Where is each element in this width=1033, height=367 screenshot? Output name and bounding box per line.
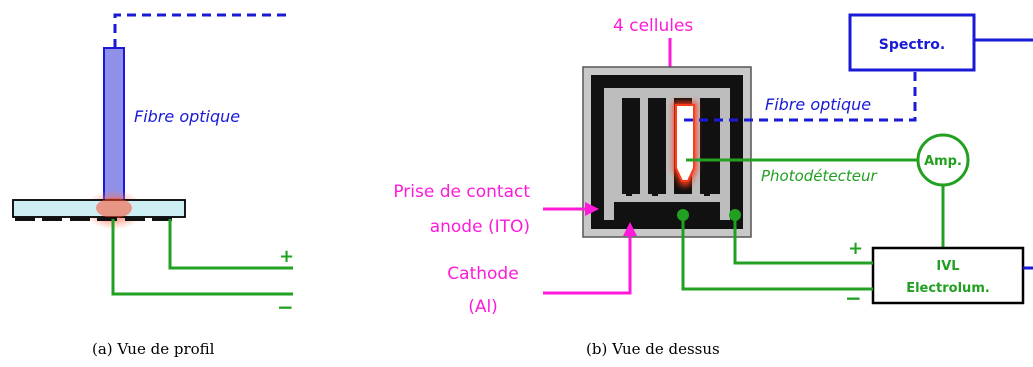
panel-b-top-view: 4 cellules (393, 15, 1033, 358)
minus-sign-a: − (277, 295, 294, 319)
minus-sign-b: − (845, 286, 862, 310)
emission-core (96, 198, 132, 218)
fiber-label-b: Fibre optique (765, 95, 871, 114)
cells-label: 4 cellules (613, 16, 693, 36)
fiber-optic-profile (104, 48, 124, 200)
panel-a-profile: Fibre optique + − (a) Vue de profil (13, 15, 294, 358)
caption-a: (a) Vue de profil (92, 340, 215, 358)
photodetector-label: Photodétecteur (761, 167, 878, 185)
fiber-dashed-link-a (115, 15, 292, 48)
caption-b: (b) Vue de dessus (586, 340, 720, 358)
plus-sign-b: + (848, 238, 863, 259)
pattern-top-bar (604, 88, 730, 98)
plus-sign-a: + (279, 246, 294, 267)
ivl-label-line2: Electrolum. (906, 281, 990, 296)
cathode-label-line2: (Al) (468, 297, 498, 317)
ivl-label-line1: IVL (936, 259, 959, 274)
cathode-wire-a (113, 219, 293, 294)
anode-label-line2: anode (ITO) (430, 217, 530, 237)
anode-label-line1: Prise de contact (393, 182, 530, 202)
cathode-arrow-shaft (543, 232, 630, 293)
cathode-label-line1: Cathode (447, 264, 518, 284)
active-cell (676, 105, 694, 181)
spectro-label: Spectro. (879, 37, 945, 53)
anode-wire-a (170, 219, 293, 268)
fiber-label-a: Fibre optique (134, 107, 240, 126)
amp-label: Amp. (924, 154, 962, 169)
